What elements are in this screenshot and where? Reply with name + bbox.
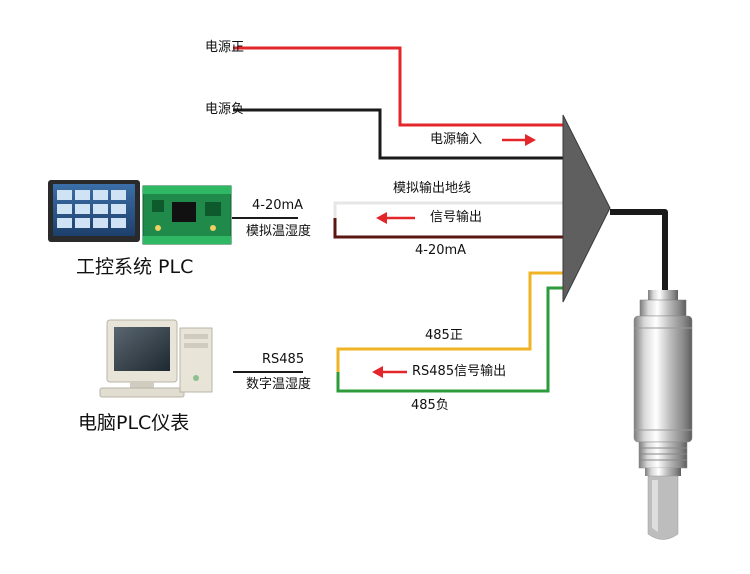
analog-signal-wire [333, 218, 563, 239]
arrow-left-icon [372, 366, 407, 378]
sensor-cable [610, 209, 668, 292]
analog-device-desc-label: 模拟温湿度 [246, 224, 312, 239]
arrow-right-icon [502, 134, 536, 146]
analog-ground-wire [333, 201, 563, 218]
connector-body [562, 114, 611, 303]
rs485-negative-label: 485负 [411, 398, 449, 413]
analog-ground-label: 模拟输出地线 [393, 181, 472, 196]
plc-panel-image [48, 180, 232, 245]
computer-label: 电脑PLC仪表 [78, 412, 190, 434]
analog-current-label: 4-20mA [415, 243, 467, 258]
power-negative-label: 电源负 [205, 102, 245, 117]
power-negative-wire [233, 108, 563, 160]
rs485-positive-label: 485正 [425, 328, 463, 343]
sensor-probe [633, 290, 693, 540]
analog-signal-label: 信号输出 [430, 210, 483, 225]
power-positive-wire [233, 46, 563, 127]
computer-image [99, 319, 213, 398]
rs485-device-desc-label: 数字温湿度 [246, 377, 312, 392]
arrow-left-icon [376, 212, 415, 224]
power-input-label: 电源输入 [430, 132, 483, 147]
rs485-negative-wire [336, 286, 563, 393]
rs485-positive-wire [336, 271, 563, 372]
analog-device-current-label: 4-20mA [252, 198, 304, 213]
rs485-signal-label: RS485信号输出 [412, 364, 507, 379]
rs485-device-bus-label: RS485 [262, 352, 305, 367]
power-positive-label: 电源正 [205, 40, 245, 55]
plc-panel-label: 工控系统 PLC [76, 256, 194, 278]
